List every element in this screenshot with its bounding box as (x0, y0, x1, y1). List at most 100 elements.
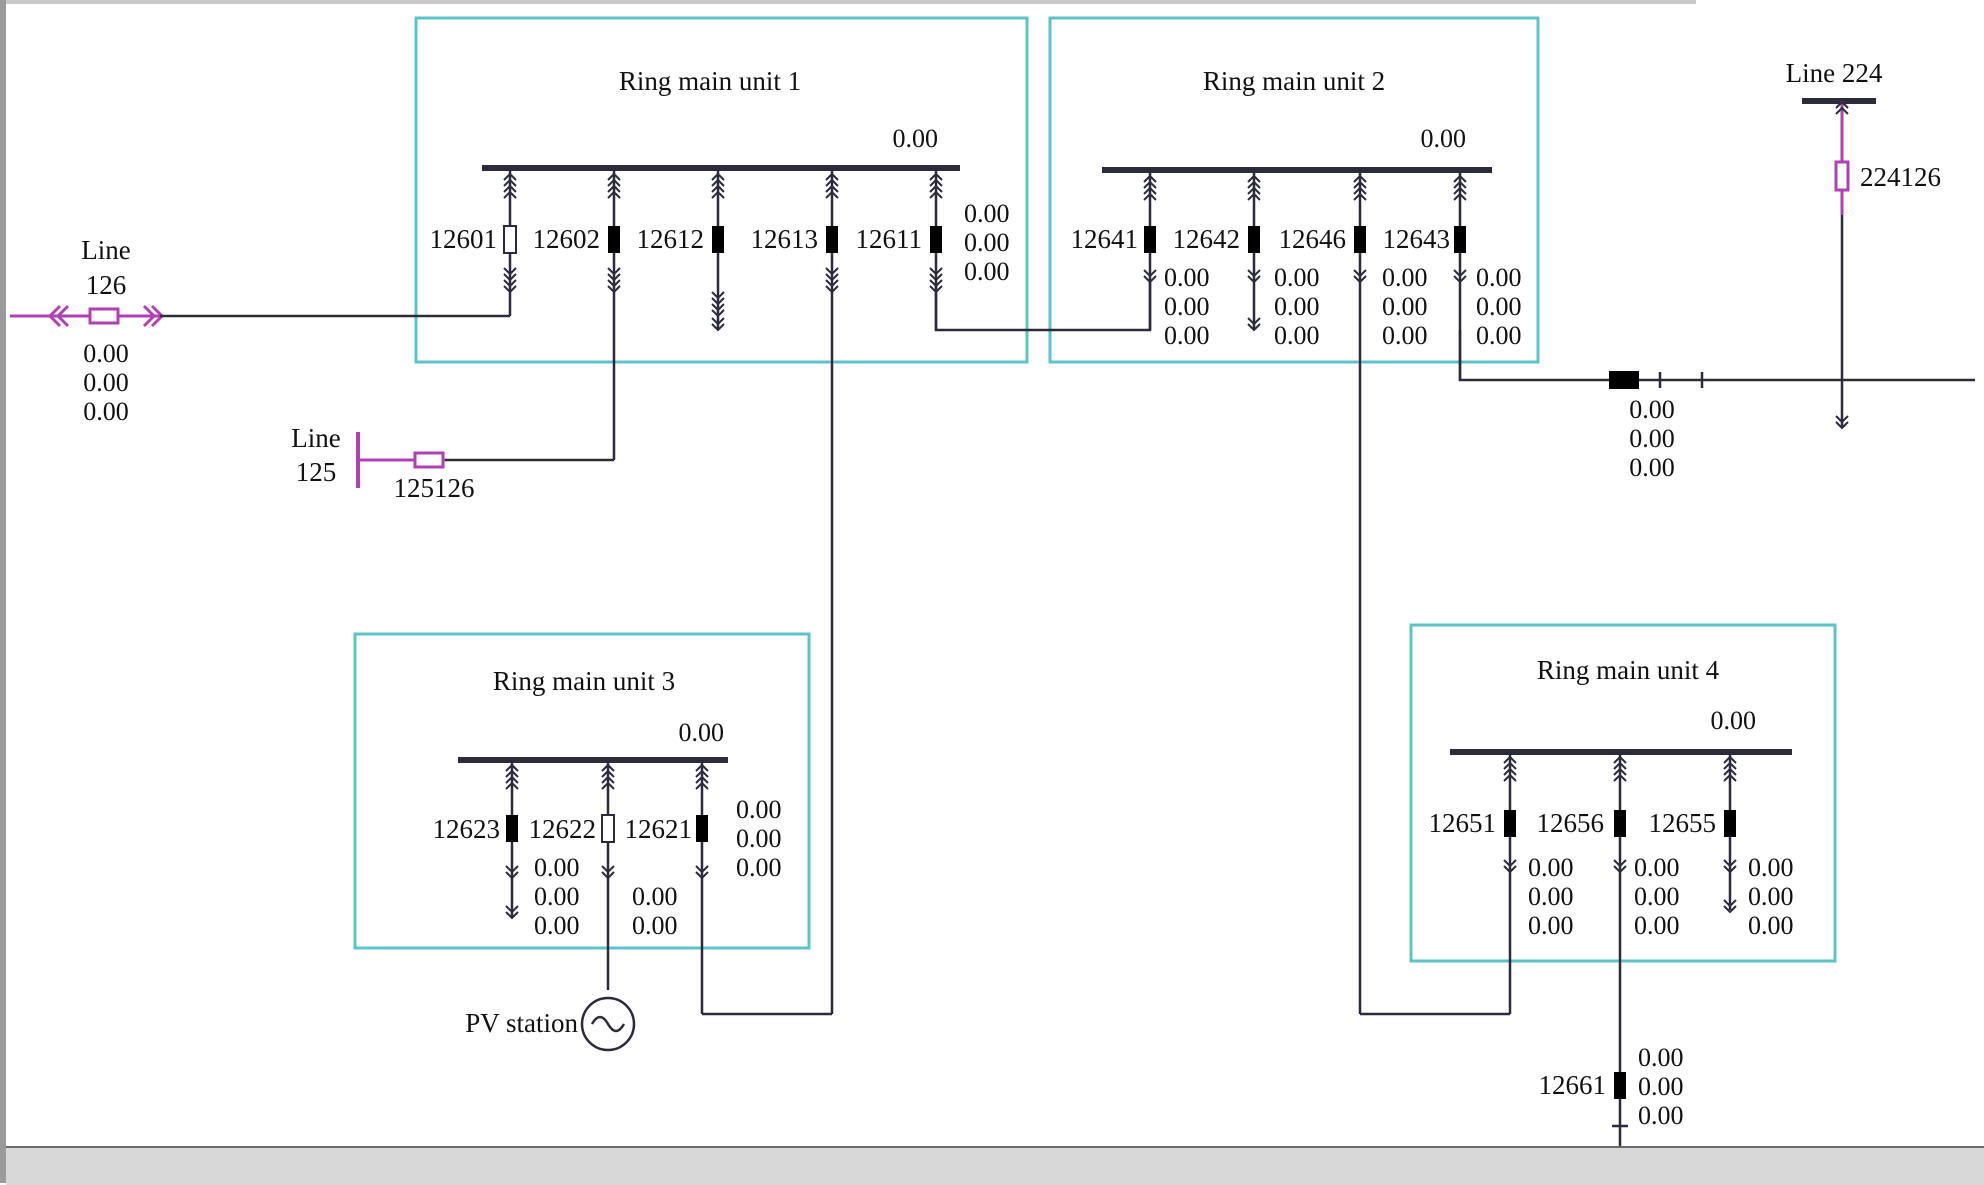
breaker-12623[interactable] (506, 815, 518, 842)
unit-3-value: 0.00 (736, 853, 782, 882)
window-top-edge (6, 0, 1696, 4)
switch-label-12623: 12623 (433, 814, 501, 844)
line-126-value-a: 0.00 (83, 339, 129, 368)
switch-224126[interactable] (1834, 160, 1850, 192)
unit-2-value: 0.00 (1164, 292, 1210, 321)
unit-1-value-b: 0.00 (964, 228, 1010, 257)
unit-2-value: 0.00 (1274, 263, 1320, 292)
ring-main-unit-1-bus-value: 0.00 (893, 124, 939, 153)
unit-2-value: 0.00 (1382, 321, 1428, 350)
switch-12661-value-b: 0.00 (1638, 1072, 1684, 1101)
unit-3-value: 0.00 (736, 824, 782, 853)
breaker-12655[interactable] (1724, 810, 1736, 837)
line-126-value-b: 0.00 (83, 368, 129, 397)
unit-2-value: 0.00 (1164, 321, 1210, 350)
unit-4-value: 0.00 (1634, 853, 1680, 882)
switch-label-12642: 12642 (1173, 224, 1241, 254)
status-bar (6, 1146, 1984, 1185)
breaker-12612[interactable] (712, 226, 724, 253)
ac-generator-icon[interactable] (580, 996, 636, 1052)
breaker-12611[interactable] (930, 226, 942, 253)
ring-main-unit-1-box (414, 16, 1029, 364)
switch-label-12643: 12643 (1383, 224, 1451, 254)
unit-4-value: 0.00 (1528, 853, 1574, 882)
breaker-12601-open[interactable] (503, 225, 517, 254)
breaker-12602[interactable] (608, 226, 620, 253)
ring-main-unit-3-bus-value: 0.00 (679, 718, 725, 747)
ring-main-unit-2-title: Ring main unit 2 (1203, 66, 1385, 96)
breaker-12661[interactable] (1614, 1072, 1626, 1099)
breaker-tie[interactable] (1609, 371, 1639, 389)
single-line-diagram: Ring main unit 1 0.00 12601 12602 12612 … (10, 16, 1975, 1146)
switch-label-12646: 12646 (1279, 224, 1347, 254)
unit-4-value: 0.00 (1528, 911, 1574, 940)
ring-main-unit-2-box (1048, 16, 1540, 364)
unit-4-value: 0.00 (1528, 882, 1574, 911)
unit-3-value: 0.00 (534, 911, 580, 940)
switch-label-12613: 12613 (751, 224, 819, 254)
unit-4-value: 0.00 (1634, 882, 1680, 911)
breaker-12642[interactable] (1248, 226, 1260, 253)
unit-3-value: 0.00 (534, 853, 580, 882)
breaker-12651[interactable] (1504, 810, 1516, 837)
ring-main-unit-4-box (1409, 623, 1837, 963)
unit-2-value: 0.00 (1476, 321, 1522, 350)
window-left-edge (0, 0, 6, 1183)
breaker-12656[interactable] (1614, 810, 1626, 837)
pv-station-label: PV station (465, 1008, 578, 1038)
tie-value-b: 0.00 (1629, 424, 1675, 453)
unit-2-value: 0.00 (1476, 263, 1522, 292)
unit-2-value: 0.00 (1382, 292, 1428, 321)
line-126-label-2: 126 (86, 270, 127, 300)
unit-1-value-a: 0.00 (964, 199, 1010, 228)
ring-main-unit-4-title: Ring main unit 4 (1537, 655, 1720, 685)
switch-label-12655: 12655 (1649, 808, 1717, 838)
switch-125126[interactable] (413, 451, 445, 469)
switch-label-12661: 12661 (1539, 1070, 1607, 1100)
unit-2-value: 0.00 (1476, 292, 1522, 321)
switch-label-12601: 12601 (430, 224, 498, 254)
unit-3-value: 0.00 (736, 795, 782, 824)
ring-main-unit-1-title: Ring main unit 1 (619, 66, 801, 96)
unit-2-value: 0.00 (1274, 321, 1320, 350)
line-126-label-1: Line (81, 235, 130, 265)
switch-label-12602: 12602 (533, 224, 601, 254)
unit-3-value: 0.00 (632, 882, 678, 911)
switch-label-12656: 12656 (1537, 808, 1605, 838)
switch-label-224126: 224126 (1860, 162, 1941, 192)
switch-label-12621: 12621 (625, 814, 693, 844)
breaker-12613[interactable] (826, 226, 838, 253)
switch-label-12651: 12651 (1429, 808, 1497, 838)
unit-1-value-c: 0.00 (964, 257, 1010, 286)
unit-2-value: 0.00 (1164, 263, 1210, 292)
switch-label-125126: 125126 (394, 473, 475, 503)
switch-12661-value-a: 0.00 (1638, 1043, 1684, 1072)
switch-label-12622: 12622 (529, 814, 597, 844)
switch-12661-value-c: 0.00 (1638, 1101, 1684, 1130)
breaker-12622-open[interactable] (601, 814, 615, 843)
ring-main-unit-3-box (353, 632, 811, 950)
switch-label-12611: 12611 (856, 224, 923, 254)
switch-label-12612: 12612 (637, 224, 705, 254)
line-125-label-2: 125 (296, 457, 337, 487)
tie-value-c: 0.00 (1629, 453, 1675, 482)
breaker-12646[interactable] (1354, 226, 1366, 253)
breaker-12641[interactable] (1144, 226, 1156, 253)
unit-4-value: 0.00 (1748, 882, 1794, 911)
line-126-feeder (10, 304, 165, 328)
line-125-label-1: Line (291, 423, 340, 453)
ring-main-unit-3-title: Ring main unit 3 (493, 666, 675, 696)
ring-main-unit-2-bus-value: 0.00 (1421, 124, 1467, 153)
unit-3-value: 0.00 (632, 911, 678, 940)
line-125-feeder (356, 432, 445, 488)
line-126-value-c: 0.00 (83, 397, 129, 426)
breaker-12621[interactable] (696, 815, 708, 842)
switch-label-12641: 12641 (1071, 224, 1139, 254)
unit-4-value: 0.00 (1748, 911, 1794, 940)
line-224-label: Line 224 (1786, 58, 1883, 88)
breaker-12643[interactable] (1454, 226, 1466, 253)
unit-2-value: 0.00 (1274, 292, 1320, 321)
tie-value-a: 0.00 (1629, 395, 1675, 424)
ring-main-unit-4-bus-value: 0.00 (1711, 706, 1757, 735)
